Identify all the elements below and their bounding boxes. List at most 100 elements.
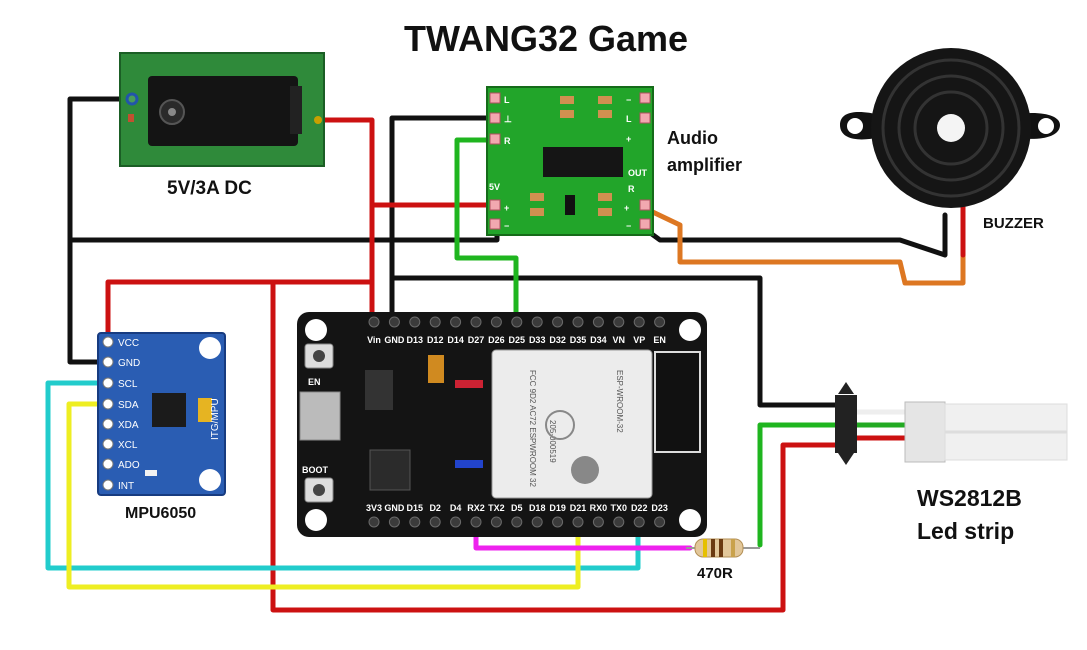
- esp32-top-pin-label-d32: D32: [549, 335, 566, 345]
- esp32-bottom-pin-label-rx0: RX0: [590, 503, 608, 513]
- esp32-top-pin-vin: [368, 316, 380, 328]
- esp32-bottom-pin-label-d5: D5: [511, 503, 523, 513]
- esp32-bottom-pin-label-d2: D2: [429, 503, 441, 513]
- esp32-top-pin-label-d26: D26: [488, 335, 505, 345]
- esp32-top-pin-gnd: [388, 316, 400, 328]
- buzzer-label: BUZZER: [983, 215, 1044, 232]
- resistor-label: 470R: [697, 565, 733, 582]
- esp32-top-pin-d14: [450, 316, 462, 328]
- esp32-top-pin-d12: [429, 316, 441, 328]
- esp32-top-pin-label-vn: VN: [613, 335, 626, 345]
- mpu-pin-int: INT: [118, 481, 134, 492]
- esp32-bottom-pin-label-d21: D21: [570, 503, 587, 513]
- esp32-bottom-pin-label-tx2: TX2: [488, 503, 505, 513]
- boot-button-label: BOOT: [302, 465, 329, 475]
- esp32-bottom-pin-d22: [633, 516, 645, 528]
- esp32-top-pin-d26: [490, 316, 502, 328]
- esp32-bottom-pin-label-d18: D18: [529, 503, 546, 513]
- esp32-top-pin-d25: [511, 316, 523, 328]
- amp-out-label-plus2: +: [624, 203, 629, 213]
- power-supply-label: 5V/3A DC: [167, 178, 252, 199]
- wire-power-strip: [270, 279, 838, 613]
- amp-pin-label-l: L: [504, 95, 510, 105]
- esp32-bottom-pin-label-d19: D19: [549, 503, 566, 513]
- power-wires: [105, 117, 838, 613]
- amp-out-label-r: R: [628, 184, 635, 194]
- esp32-top-pin-d13: [409, 316, 421, 328]
- buzzer: [840, 48, 1060, 208]
- amp-out-label-l: L: [626, 114, 632, 124]
- esp32-top-pin-label-d14: D14: [447, 335, 464, 345]
- mpu-pin-xda: XDA: [118, 420, 139, 431]
- esp32-top-pin-label-d12: D12: [427, 335, 444, 345]
- esp32-bottom-pin-d4: [450, 516, 462, 528]
- esp32-top-pin-label-vp: VP: [633, 335, 645, 345]
- amp-pin-label-minus: −: [504, 221, 509, 231]
- esp32-bottom-pin-label-d23: D23: [651, 503, 668, 513]
- esp32-bottom-pin-d23: [654, 516, 666, 528]
- amp-pin-label-plus: +: [504, 203, 509, 213]
- wire-led-data: [757, 422, 838, 548]
- amplifier-label-line2: amplifier: [667, 155, 743, 175]
- amplifier-label-line1: Audio: [667, 128, 718, 148]
- wire-sda: [66, 401, 581, 590]
- amp-out-label-plus: +: [626, 134, 631, 144]
- esp32-top-pin-d34: [592, 316, 604, 328]
- amp-out-label-minus: −: [626, 95, 631, 105]
- esp32-top-pin-label-d35: D35: [570, 335, 587, 345]
- esp32-bottom-pin-d21: [572, 516, 584, 528]
- esp32-top-pin-vn: [613, 316, 625, 328]
- esp32-bottom-pin-label-3v3: 3V3: [366, 503, 382, 513]
- wire-audio-d25: [454, 137, 519, 325]
- wire-power-dc-to-vin: [315, 117, 375, 325]
- mpu-pin-xcl: XCL: [118, 440, 138, 451]
- esp32-bottom-pin-tx2: [490, 516, 502, 528]
- resistor-470r: [686, 538, 760, 558]
- mpu-pin-gnd: GND: [118, 358, 140, 369]
- esp32-bottom-pin-d15: [409, 516, 421, 528]
- audio-wires: [454, 137, 838, 548]
- esp32-top-pin-vp: [633, 316, 645, 328]
- esp32-top-pin-d27: [470, 316, 482, 328]
- esp32-bottom-pin-label-rx2: RX2: [467, 503, 485, 513]
- esp32-bottom-pin-3v3: [368, 516, 380, 528]
- wire-ground-bus: [67, 221, 500, 243]
- esp32-bottom-pin-d5: [511, 516, 523, 528]
- audio-amplifier-board: L ⊥ R 5V + − − L + OUT R + −: [486, 86, 654, 236]
- esp32-top-pin-label-d33: D33: [529, 335, 546, 345]
- wires: [45, 96, 966, 613]
- esp32-top-pin-label-d25: D25: [509, 335, 526, 345]
- esp-module-text-1: FCC 9D2 AC72 ESPWROOM 32: [528, 370, 537, 487]
- esp32-board: FCC 9D2 AC72 ESPWROOM 32 ESP-WROOM-32 20…: [297, 312, 707, 537]
- esp32-top-pin-label-d27: D27: [468, 335, 485, 345]
- mpu-pin-scl: SCL: [118, 379, 138, 390]
- led-strip-connector: [835, 382, 1068, 465]
- led-strip-label-line2: Led strip: [917, 518, 1015, 544]
- wire-buzzer-signal: [635, 202, 966, 286]
- esp-module-text-3: 205-000519: [548, 420, 557, 463]
- amp-pin-label-r: R: [504, 136, 511, 146]
- amp-out-label-minus2: −: [626, 221, 631, 231]
- mpu-chip-label: ITG/MPU: [210, 398, 221, 440]
- esp32-bottom-pin-d2: [429, 516, 441, 528]
- mpu6050-label: MPU6050: [125, 505, 197, 522]
- dc-power-jack: [119, 52, 325, 167]
- wire-ground-dc-to-mpu: [67, 96, 135, 365]
- led-strip-label-line1: WS2812B: [917, 485, 1022, 511]
- wire-scl: [45, 380, 641, 571]
- esp32-bottom-pin-label-d22: D22: [631, 503, 648, 513]
- mpu-pin-vcc: VCC: [118, 338, 139, 349]
- mpu-pin-ado: ADO: [118, 460, 140, 471]
- amp-out-label: OUT: [628, 168, 648, 178]
- esp32-top-pin-d33: [531, 316, 543, 328]
- wire-ground-buzzer: [635, 212, 948, 258]
- esp32-bottom-pin-label-d4: D4: [450, 503, 462, 513]
- esp32-top-pin-en: [654, 316, 666, 328]
- esp32-top-pin-label-d13: D13: [407, 335, 424, 345]
- esp32-top-pin-label-en: EN: [653, 335, 666, 345]
- wire-ground-amp-top: [389, 115, 500, 325]
- esp32-bottom-pin-label-tx0: TX0: [611, 503, 628, 513]
- esp32-bottom-pin-label-d15: D15: [407, 503, 424, 513]
- esp32-bottom-pin-d18: [531, 516, 543, 528]
